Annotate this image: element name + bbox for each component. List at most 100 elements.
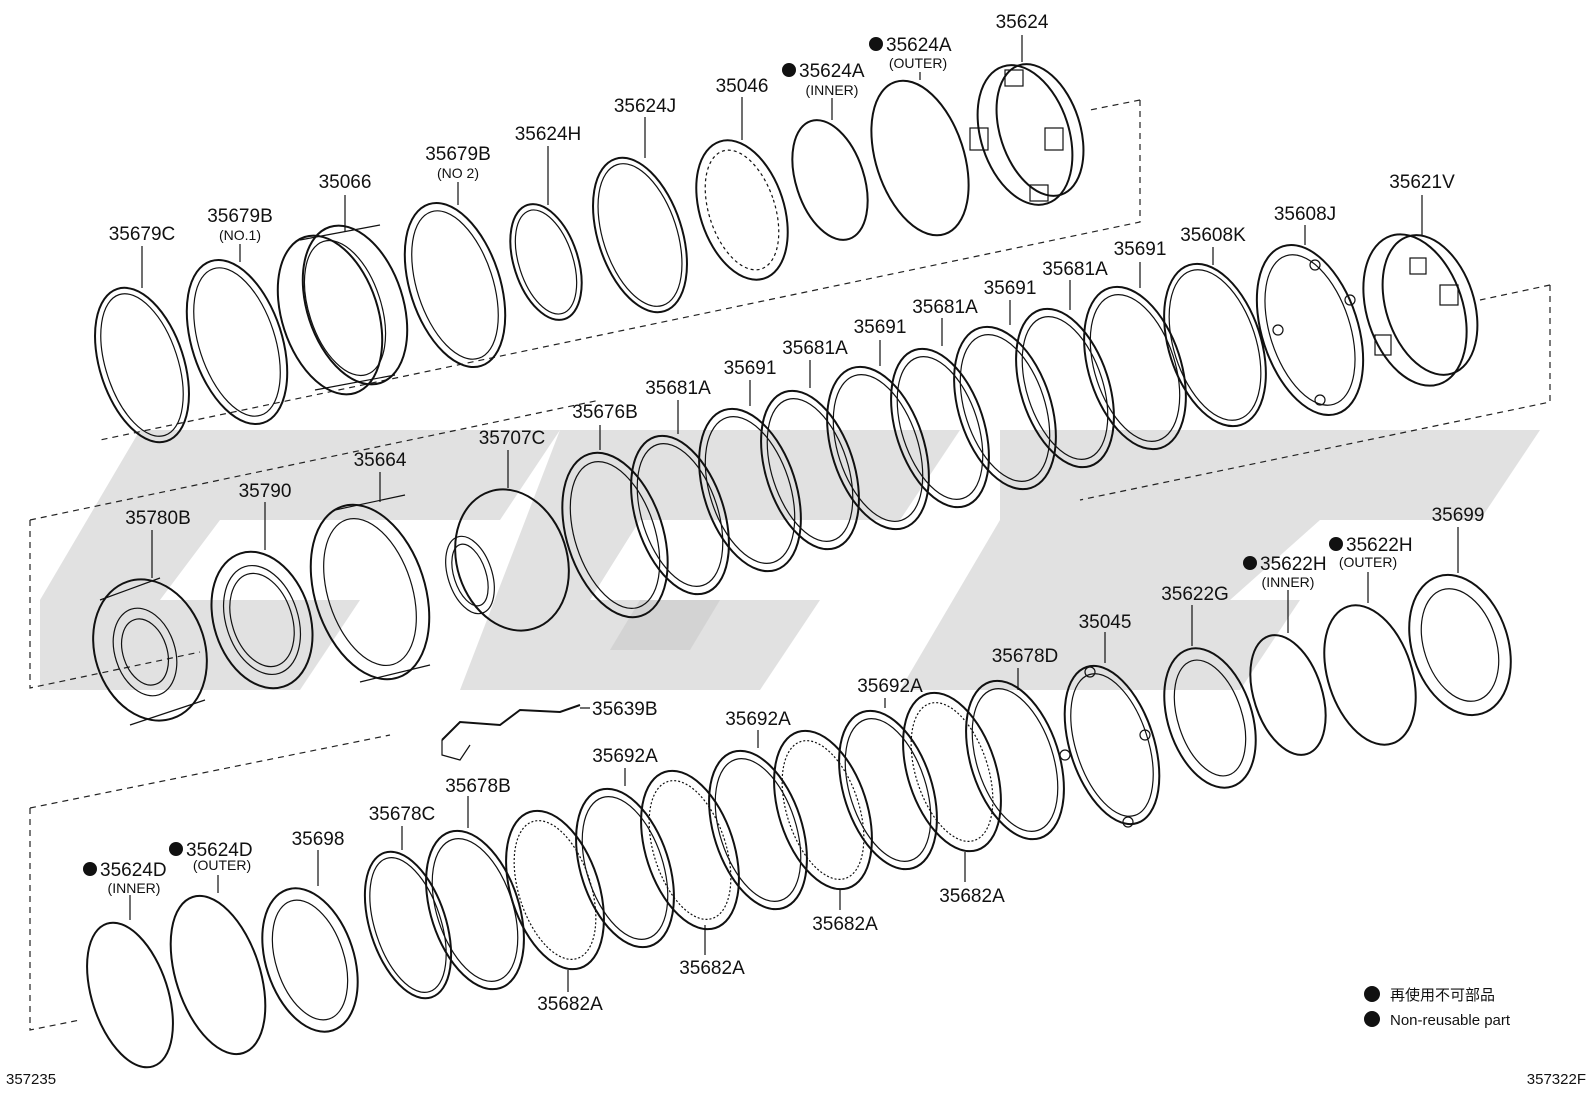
part-35639B-bracket bbox=[441, 704, 581, 761]
label-35624D-outer: 35624D bbox=[186, 840, 253, 861]
label-35676B: 35676B bbox=[572, 402, 638, 423]
label-35608J: 35608J bbox=[1274, 204, 1336, 225]
part-35678B-plate bbox=[425, 829, 525, 991]
label-35679C: 35679C bbox=[109, 224, 176, 245]
part-35790-one-way-clutch bbox=[210, 550, 314, 690]
label-35692A-c: 35692A bbox=[592, 746, 658, 767]
part-35682A-disc-4 bbox=[902, 691, 1002, 853]
label-35691-a: 35691 bbox=[1114, 239, 1167, 260]
label-35045: 35045 bbox=[1079, 612, 1132, 633]
part-35608K-snap-ring bbox=[1163, 262, 1267, 428]
label-35681A-a: 35681A bbox=[1042, 259, 1108, 280]
label-35678D: 35678D bbox=[992, 646, 1059, 667]
label-35624H: 35624H bbox=[515, 124, 582, 145]
label-35624A-outer-sub: (OUTER) bbox=[889, 55, 947, 71]
part-35682A-disc-3 bbox=[773, 729, 873, 891]
legend-dot-jp bbox=[1364, 986, 1380, 1002]
label-35624A-outer: 35624A bbox=[886, 35, 952, 56]
non-reusable-dot bbox=[169, 842, 183, 856]
label-35046: 35046 bbox=[716, 76, 769, 97]
part-35622G-piston bbox=[1163, 647, 1257, 789]
illustration-code-right: 357322F bbox=[1527, 1071, 1586, 1088]
leader-lines bbox=[129, 35, 1459, 992]
label-35679B-no2: 35679B bbox=[425, 144, 491, 165]
part-35691-disc-1 bbox=[698, 407, 802, 573]
part-35624J-ring bbox=[592, 156, 688, 314]
part-35679B-no1-plate bbox=[185, 258, 289, 426]
illustration-code-left: 357235 bbox=[6, 1071, 56, 1088]
part-35682A-disc-2 bbox=[640, 769, 740, 931]
part-35046-bearing bbox=[695, 139, 789, 281]
part-35622H-inner-oring bbox=[1249, 634, 1327, 756]
label-35681A-c: 35681A bbox=[782, 338, 848, 359]
part-labels: 35624 35624A (OUTER) 35624A (INNER) 3504… bbox=[83, 12, 1484, 1015]
label-35066: 35066 bbox=[319, 172, 372, 193]
part-35692A-plate-2 bbox=[708, 749, 808, 911]
part-35692A-plate-1 bbox=[575, 787, 675, 949]
label-35699: 35699 bbox=[1432, 505, 1485, 526]
part-35678C-snap-ring bbox=[363, 850, 453, 1000]
non-reusable-dot bbox=[869, 37, 883, 51]
legend-english: Non-reusable part bbox=[1390, 1012, 1511, 1029]
part-35664-drum bbox=[309, 494, 431, 683]
assembly-outline-bottom bbox=[29, 734, 391, 1031]
legend-japanese: 再使用不可部品 bbox=[1390, 987, 1495, 1004]
part-35066-clutch-drum bbox=[276, 224, 409, 396]
label-35622H-outer-sub: (OUTER) bbox=[1339, 554, 1397, 570]
label-35692A-a: 35692A bbox=[857, 676, 923, 697]
label-35639B: 35639B bbox=[592, 699, 658, 720]
label-35624: 35624 bbox=[996, 12, 1049, 33]
part-35676B-plate bbox=[561, 451, 669, 619]
label-35624D-outer-sub: (OUTER) bbox=[193, 857, 251, 873]
label-35622H-outer: 35622H bbox=[1346, 535, 1413, 556]
non-reusable-dot bbox=[1329, 537, 1343, 551]
label-35622H-inner: 35622H bbox=[1260, 554, 1327, 575]
part-35681A-plate-1 bbox=[630, 434, 730, 596]
part-35624A-outer-oring bbox=[870, 79, 970, 237]
legend: 再使用不可部品 Non-reusable part bbox=[1364, 986, 1511, 1029]
part-35682A-disc-1 bbox=[505, 809, 605, 971]
non-reusable-dot bbox=[83, 862, 97, 876]
label-35681A-d: 35681A bbox=[645, 378, 711, 399]
label-35682A-b: 35682A bbox=[679, 958, 745, 979]
label-35691-b: 35691 bbox=[984, 278, 1037, 299]
label-35682A-a: 35682A bbox=[537, 994, 603, 1015]
part-35681A-plate-2 bbox=[760, 389, 860, 551]
part-35691-disc-4 bbox=[1083, 285, 1187, 451]
label-35691-c: 35691 bbox=[854, 317, 907, 338]
label-35624A-inner-sub: (INNER) bbox=[806, 82, 859, 98]
part-35608J-spring-retainer bbox=[1255, 244, 1365, 416]
label-35682A-d: 35682A bbox=[939, 886, 1005, 907]
label-35664: 35664 bbox=[354, 450, 407, 471]
part-35045-spring bbox=[1059, 664, 1161, 828]
legend-dot-en bbox=[1364, 1011, 1380, 1027]
part-35624D-outer-oring bbox=[169, 894, 267, 1056]
label-35678B: 35678B bbox=[445, 776, 511, 797]
part-35678D-plate bbox=[965, 679, 1065, 841]
label-35679B-no1: 35679B bbox=[207, 206, 273, 227]
part-35691-disc-3 bbox=[953, 325, 1057, 491]
label-35692A-b: 35692A bbox=[725, 709, 791, 730]
watermark bbox=[40, 430, 1540, 690]
label-35621V: 35621V bbox=[1389, 172, 1455, 193]
non-reusable-dot bbox=[782, 63, 796, 77]
label-35678C: 35678C bbox=[369, 804, 436, 825]
part-35622H-outer-oring bbox=[1323, 604, 1417, 746]
label-35624D-inner: 35624D bbox=[100, 860, 167, 881]
label-35608K: 35608K bbox=[1180, 225, 1246, 246]
part-35621V-piston bbox=[1362, 233, 1479, 387]
label-35780B: 35780B bbox=[125, 508, 191, 529]
part-35681A-plate-3 bbox=[890, 347, 990, 509]
part-35681A-plate-4 bbox=[1015, 307, 1115, 469]
assembly-outline-top bbox=[99, 99, 1141, 441]
part-35679C-snap-ring bbox=[94, 286, 190, 444]
part-35698-piston bbox=[261, 887, 359, 1033]
non-reusable-dot bbox=[1243, 556, 1257, 570]
part-35707C-sun-gear bbox=[445, 488, 570, 632]
label-35679B-no2-sub: (NO 2) bbox=[437, 165, 479, 181]
part-35699-piston bbox=[1408, 573, 1512, 717]
part-35780B-hub bbox=[92, 577, 208, 726]
label-35790: 35790 bbox=[239, 481, 292, 502]
